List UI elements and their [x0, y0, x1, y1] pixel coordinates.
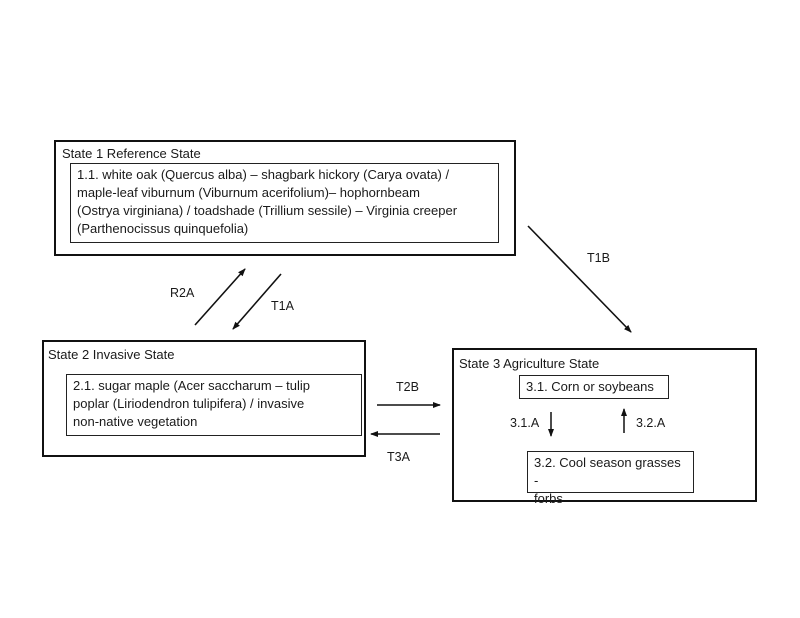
arrow-r2a	[194, 268, 246, 326]
label-t3a: T3A	[387, 450, 410, 464]
state-3-title: State 3 Agriculture State	[459, 356, 600, 371]
community-2-1-line: 2.1. sugar maple (Acer saccharum – tulip	[73, 378, 310, 393]
arrow-t1a	[232, 273, 282, 330]
community-3-2-line: 3.2. Cool season grasses -	[534, 455, 681, 488]
community-3-1: 3.1. Corn or soybeans	[519, 375, 669, 399]
label-3-1-a: 3.1.A	[510, 416, 540, 430]
community-3-1-line: 3.1. Corn or soybeans	[526, 379, 654, 394]
label-t1a: T1A	[271, 299, 294, 313]
label-t2b: T2B	[396, 380, 419, 394]
community-2-1-line: poplar (Liriodendron tulipifera) / invas…	[73, 396, 305, 411]
community-1-1: 1.1. white oak (Quercus alba) – shagbark…	[70, 163, 499, 243]
label-3-2-a: 3.2.A	[636, 416, 666, 430]
community-2-1: 2.1. sugar maple (Acer saccharum – tulip…	[66, 374, 362, 436]
community-3-2: 3.2. Cool season grasses - forbs	[527, 451, 694, 506]
label-r2a: R2A	[170, 286, 195, 300]
community-1-1-line: (Parthenocissus quinquefolia)	[77, 221, 249, 236]
community-1-1-line: 1.1. white oak (Quercus alba) – shagbark…	[77, 167, 450, 182]
state-1-box: State 1 Reference State 1.1. white oak (…	[54, 140, 516, 256]
state-2-box: State 2 Invasive State 2.1. sugar maple …	[42, 340, 366, 457]
state-2-title: State 2 Invasive State	[48, 347, 175, 362]
community-1-1-line: (Ostrya virginiana) / toadshade (Trilliu…	[77, 203, 458, 218]
arrow-t1b	[527, 225, 632, 333]
state-3-box: State 3 Agriculture State 3.1. Corn or s…	[452, 348, 757, 506]
community-3-2-line: forbs	[534, 491, 563, 506]
community-1-1-line: maple-leaf viburnum (Viburnum acerifoliu…	[77, 185, 420, 200]
community-2-1-line: non-native vegetation	[73, 414, 198, 429]
label-t1b: T1B	[587, 251, 610, 265]
state-1-title: State 1 Reference State	[62, 146, 201, 161]
